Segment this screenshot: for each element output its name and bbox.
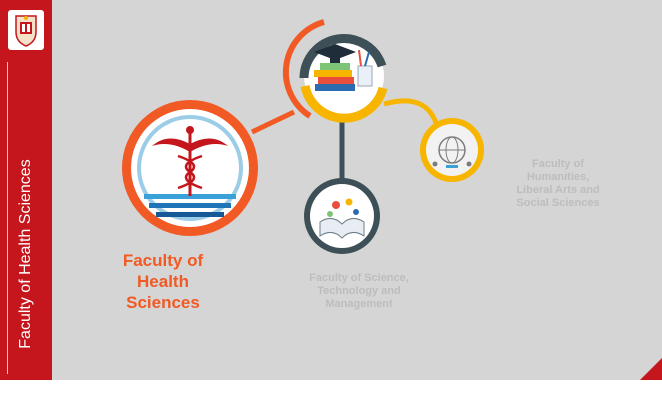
science-faculty-label: Faculty of Science, Technology and Manag… xyxy=(274,272,444,311)
humanities-faculty-label: Faculty of Humanities, Liberal Arts and … xyxy=(488,158,628,210)
science-label-line: Management xyxy=(325,298,393,310)
science-label-line: Technology and xyxy=(317,285,401,297)
corner-triangle xyxy=(640,358,662,380)
university-crest-icon xyxy=(15,15,37,47)
humanities-node xyxy=(420,118,484,182)
university-logo xyxy=(8,10,44,50)
humanities-label-line: Social Sciences xyxy=(516,197,600,209)
connector-health xyxy=(250,109,296,135)
content-slide: Faculty of Health Sciences Faculty of Sc… xyxy=(52,0,662,380)
humanities-label-line: Faculty of xyxy=(532,158,584,170)
faculty-diagram xyxy=(122,19,484,254)
sidebar: Faculty of Health Sciences xyxy=(0,0,52,380)
slide-frame: Faculty of Health Sciences xyxy=(0,0,662,380)
graduation-cap-books-icon xyxy=(314,44,373,91)
connector-humanities xyxy=(383,98,440,127)
humanities-label-line: Liberal Arts and xyxy=(516,184,600,196)
open-book-icon xyxy=(319,198,365,239)
health-label-line: Faculty of xyxy=(122,251,204,270)
humanities-label-line: Humanities, xyxy=(526,171,590,183)
sidebar-divider xyxy=(7,62,8,374)
vertical-title: Faculty of Health Sciences xyxy=(17,159,34,349)
globe-people-icon xyxy=(432,136,472,168)
health-node xyxy=(122,100,258,236)
science-label-line: Faculty of Science, xyxy=(309,272,409,284)
center-node xyxy=(282,19,388,123)
health-faculty-label: Faculty of Health Sciences xyxy=(92,250,234,313)
science-node xyxy=(304,178,380,254)
health-label-line: Sciences xyxy=(126,293,200,312)
health-label-line: Health xyxy=(137,272,189,291)
caduceus-icon xyxy=(152,126,228,196)
